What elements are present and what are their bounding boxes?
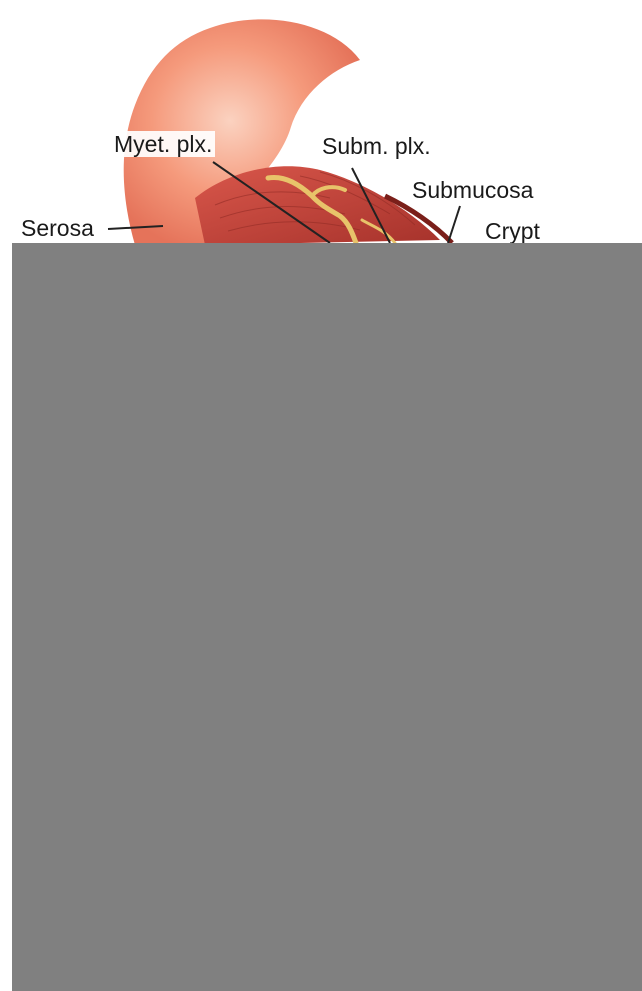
label-submucosa: Submucosa xyxy=(409,177,536,203)
label-crypt: Crypt xyxy=(482,218,543,244)
leader-submucosa xyxy=(448,206,460,243)
gray-occluding-block xyxy=(12,243,642,991)
label-submucosal-plexus: Subm. plx. xyxy=(319,133,434,159)
label-serosa: Serosa xyxy=(18,215,97,241)
label-myenteric-plexus: Myet. plx. xyxy=(111,131,215,157)
